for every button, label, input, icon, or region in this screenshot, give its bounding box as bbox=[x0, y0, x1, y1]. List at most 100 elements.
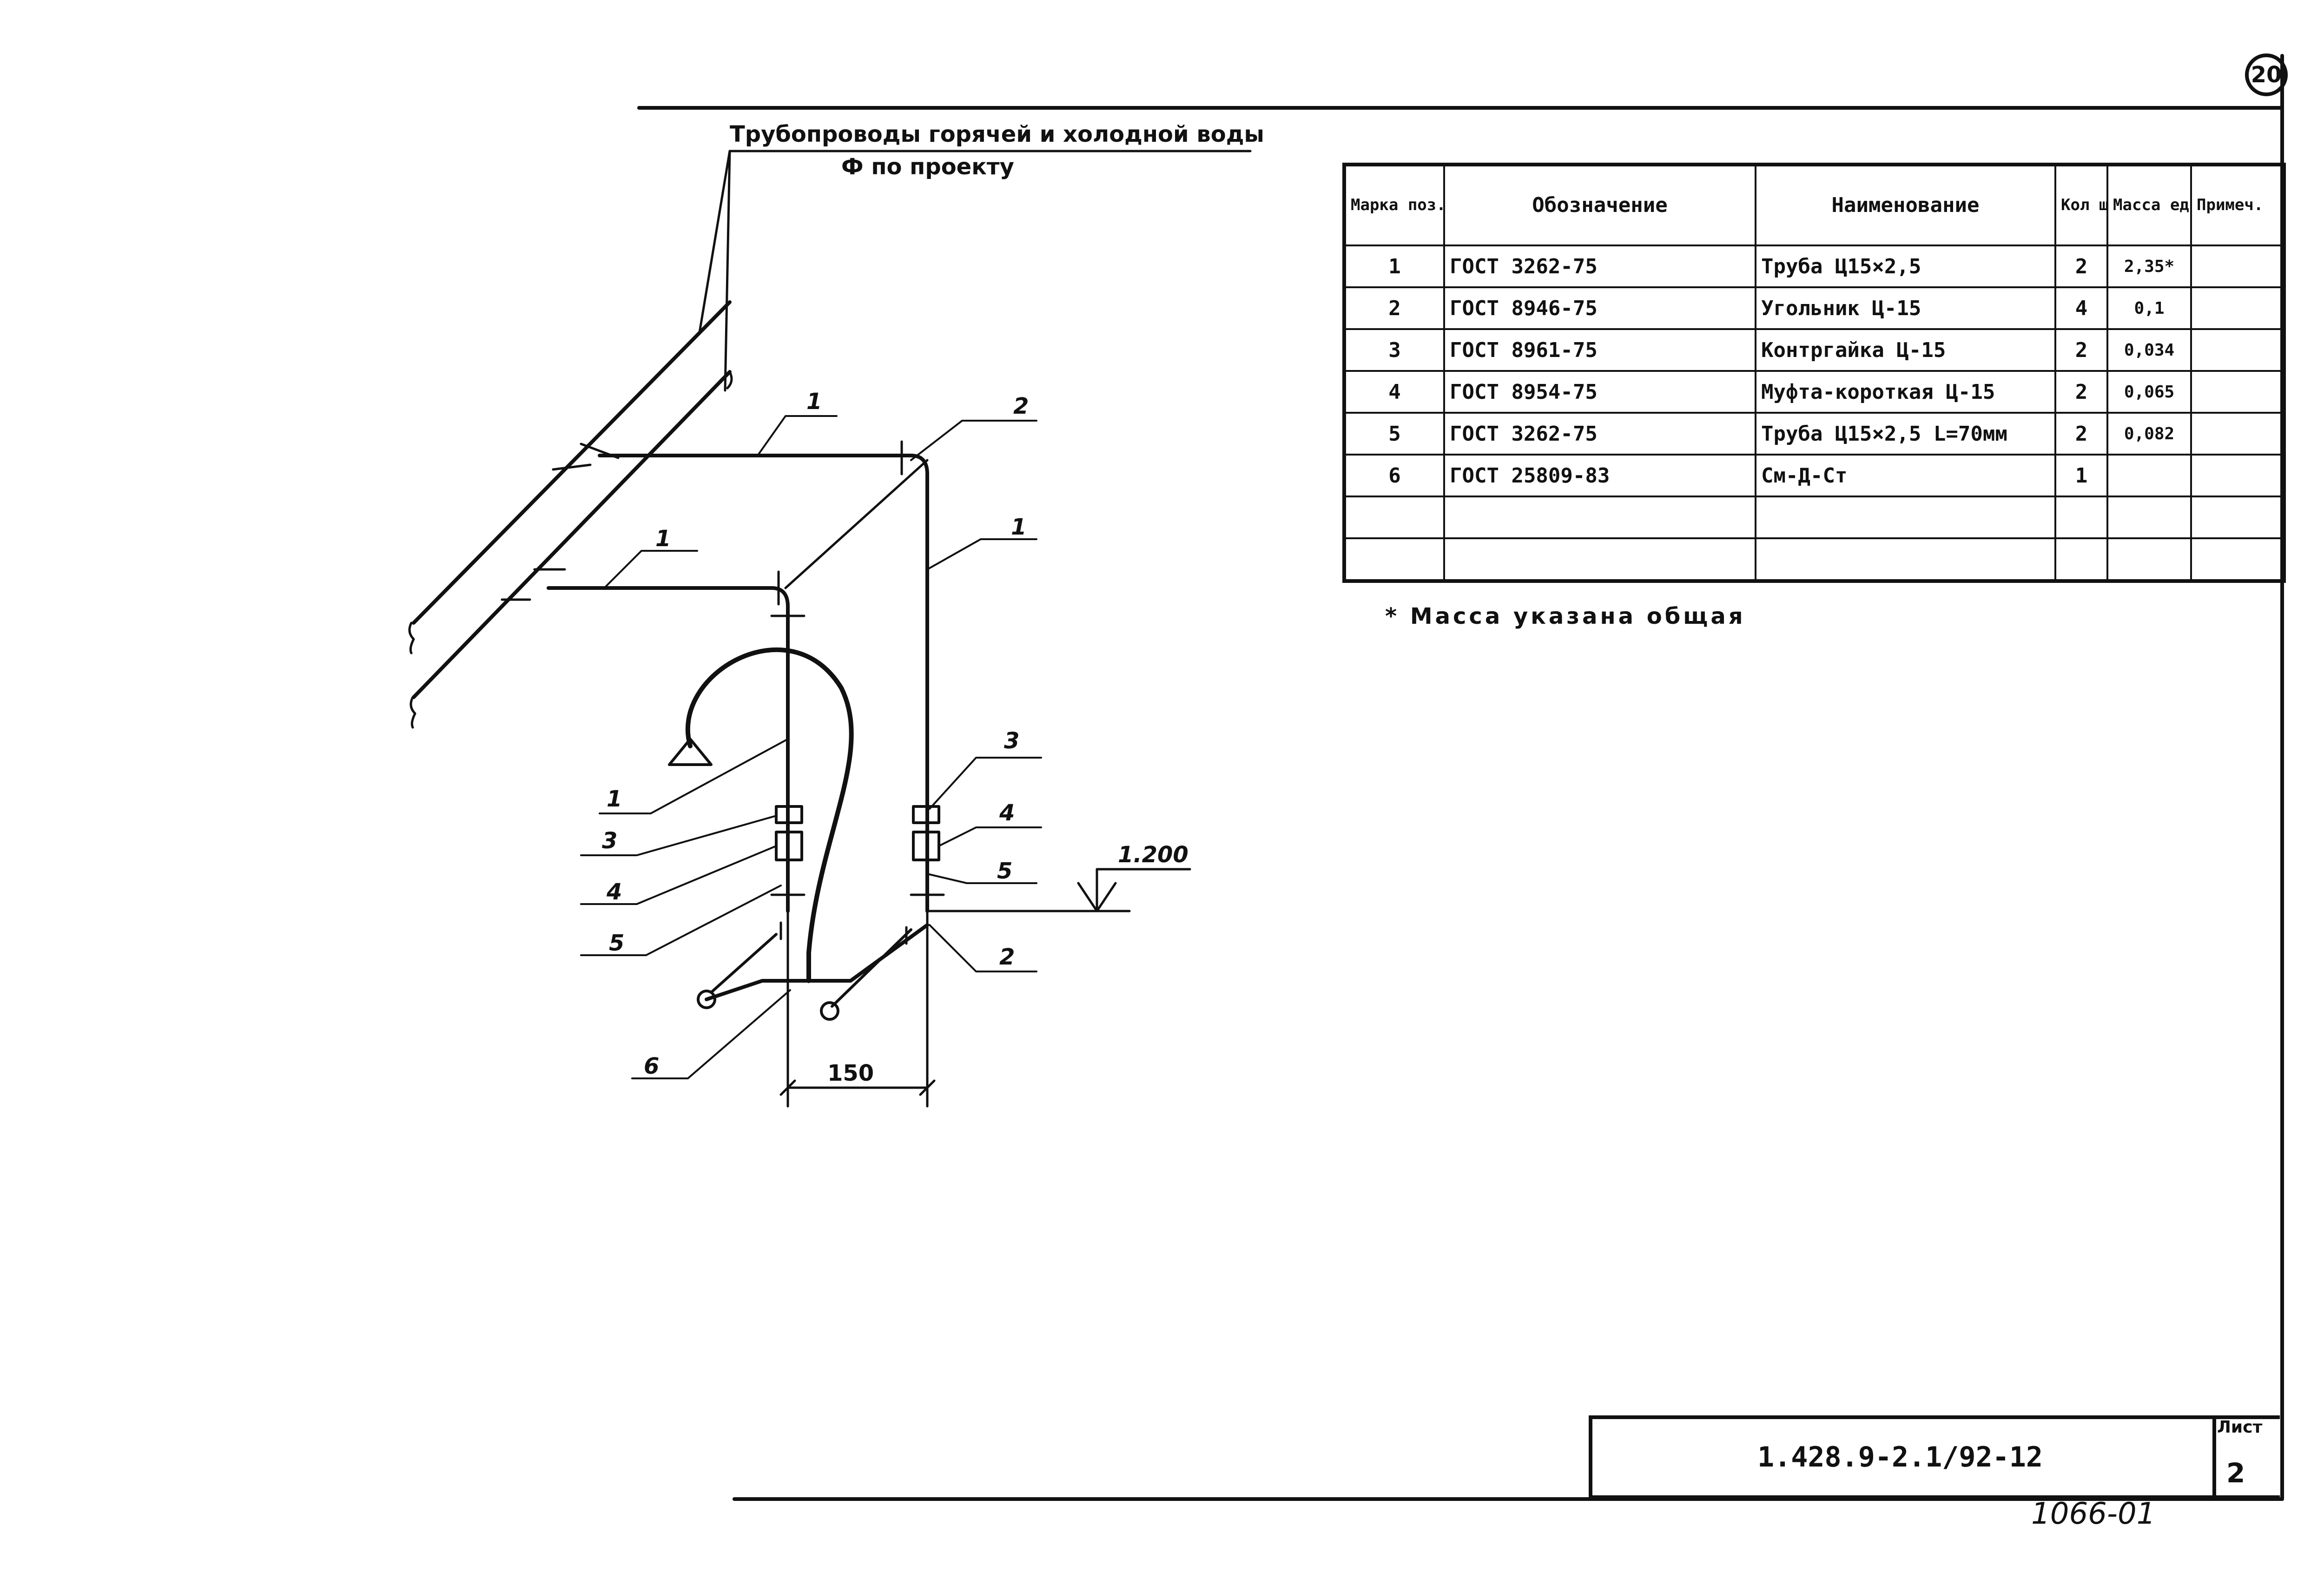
right-valve-stem bbox=[831, 928, 912, 1008]
leader-5a bbox=[580, 885, 782, 956]
cell-note bbox=[2190, 370, 2285, 414]
dimension-label: 150 bbox=[827, 1060, 874, 1086]
pos-label-4a: 4 bbox=[606, 879, 622, 905]
sheet-cell bbox=[2212, 1415, 2282, 1499]
pos-label-2b: 2 bbox=[999, 944, 1015, 970]
pos-label-6: 6 bbox=[644, 1053, 659, 1079]
left-locknut bbox=[775, 805, 803, 824]
cell-mark bbox=[1343, 537, 1445, 582]
pos-label-1b: 1 bbox=[655, 526, 671, 552]
leader-1a bbox=[757, 415, 838, 456]
table-row bbox=[1343, 537, 2285, 582]
specification-table: Марка поз. Обозначение Наименование Кол … bbox=[1342, 163, 2286, 583]
pos-label-5a: 5 bbox=[609, 930, 624, 956]
sheet-number: 2 bbox=[2226, 1457, 2245, 1489]
cell-mass: 0,082 bbox=[2106, 412, 2192, 456]
cell-note bbox=[2190, 496, 2285, 539]
cell-name: См-Д-Ст bbox=[1755, 454, 2056, 497]
cell-mass: 0,065 bbox=[2106, 370, 2192, 414]
table-row: 4 ГОСТ 8954-75 Муфта-короткая Ц-15 2 0,0… bbox=[1343, 370, 2285, 414]
cell-name bbox=[1755, 496, 2056, 539]
pos-label-1a: 1 bbox=[806, 389, 822, 415]
left-valve-stem bbox=[710, 933, 778, 994]
cell-mass bbox=[2106, 496, 2192, 539]
table-row: 1 ГОСТ 3262-75 Труба Ц15×2,5 2 2,35* bbox=[1343, 244, 2285, 288]
header-mark: Марка поз. bbox=[1343, 164, 1445, 246]
title-block bbox=[1589, 1415, 2280, 1499]
leader-3a bbox=[580, 815, 777, 856]
cell-qty: 2 bbox=[2054, 328, 2108, 372]
cell-mark: 5 bbox=[1343, 412, 1445, 456]
shower-head bbox=[668, 738, 713, 766]
cell-designation: ГОСТ 3262-75 bbox=[1443, 412, 1756, 456]
pos-label-3b: 3 bbox=[1004, 728, 1019, 754]
lower-diagonal-pipe bbox=[412, 370, 732, 699]
table-header-row: Марка поз. Обозначение Наименование Кол … bbox=[1343, 164, 2285, 246]
cell-mass: 2,35* bbox=[2106, 244, 2192, 288]
document-code: 1.428.9-2.1/92-12 bbox=[1757, 1441, 2043, 1473]
lower-elbow bbox=[770, 586, 790, 913]
cell-designation bbox=[1443, 537, 1756, 582]
cell-mass bbox=[2106, 537, 2192, 582]
pos-label-4b: 4 bbox=[999, 800, 1015, 826]
cell-qty: 2 bbox=[2054, 370, 2108, 414]
pos-label-1d: 1 bbox=[607, 786, 622, 812]
cell-note bbox=[2190, 412, 2285, 456]
tick bbox=[552, 463, 592, 471]
cell-designation bbox=[1443, 496, 1756, 539]
cell-mark: 1 bbox=[1343, 244, 1445, 288]
cell-note bbox=[2190, 286, 2285, 330]
archive-stamp: 1066-01 bbox=[2031, 1497, 2156, 1531]
cell-name bbox=[1755, 537, 2056, 582]
elevation-label: 1.200 bbox=[1118, 842, 1188, 868]
table-row: 2 ГОСТ 8946-75 Угольник Ц-15 4 0,1 bbox=[1343, 286, 2285, 330]
cell-name: Труба Ц15×2,5 bbox=[1755, 244, 2056, 288]
cell-mass: 0,034 bbox=[2106, 328, 2192, 372]
tick bbox=[580, 443, 620, 459]
pos-label-1c: 1 bbox=[1011, 514, 1026, 540]
header-title-1: Трубопроводы горячей и холодной воды bbox=[730, 121, 1264, 147]
cell-designation: ГОСТ 8954-75 bbox=[1443, 370, 1756, 414]
leader-2a bbox=[910, 420, 1037, 461]
mass-footnote: * Масса указана общая bbox=[1385, 603, 1746, 629]
right-valve-handle bbox=[820, 1001, 839, 1021]
tick bbox=[779, 1079, 796, 1096]
cell-name: Контргайка Ц-15 bbox=[1755, 328, 2056, 372]
header-leader-b bbox=[724, 150, 731, 392]
cell-note bbox=[2190, 454, 2285, 497]
cell-mass bbox=[2106, 454, 2192, 497]
header-name: Наименование bbox=[1755, 164, 2056, 246]
cell-qty bbox=[2054, 496, 2108, 539]
upper-elbow bbox=[909, 454, 929, 913]
header-title-2: Ф по проекту bbox=[841, 154, 1014, 180]
upper-diagonal-pipe bbox=[412, 300, 732, 625]
cell-qty: 1 bbox=[2054, 454, 2108, 497]
leader-5b bbox=[926, 873, 1037, 884]
break-mark-2 bbox=[409, 696, 416, 729]
cell-mark: 6 bbox=[1343, 454, 1445, 497]
cell-designation: ГОСТ 25809-83 bbox=[1443, 454, 1756, 497]
tick bbox=[919, 1079, 936, 1096]
table-row bbox=[1343, 496, 2285, 539]
leader-3b bbox=[929, 757, 1042, 810]
connector-diagonal bbox=[784, 459, 929, 589]
page-number-badge: 20 bbox=[2245, 53, 2288, 96]
leader-4a bbox=[580, 845, 777, 905]
cell-designation: ГОСТ 8946-75 bbox=[1443, 286, 1756, 330]
cell-designation: ГОСТ 8961-75 bbox=[1443, 328, 1756, 372]
cell-mark: 2 bbox=[1343, 286, 1445, 330]
cell-note bbox=[2190, 328, 2285, 372]
header-designation: Обозначение bbox=[1443, 164, 1756, 246]
pos-label-2a: 2 bbox=[1013, 393, 1029, 419]
cell-mass: 0,1 bbox=[2106, 286, 2192, 330]
cell-note bbox=[2190, 244, 2285, 288]
pos-label-5b: 5 bbox=[997, 858, 1012, 884]
cell-qty: 2 bbox=[2054, 244, 2108, 288]
shower-hose bbox=[685, 647, 854, 983]
sheet-label: Лист bbox=[2217, 1418, 2263, 1437]
cell-qty: 2 bbox=[2054, 412, 2108, 456]
cell-name: Муфта-короткая Ц-15 bbox=[1755, 370, 2056, 414]
header-mass: Масса ед, кг bbox=[2106, 164, 2192, 246]
cell-name: Труба Ц15×2,5 L=70мм bbox=[1755, 412, 2056, 456]
